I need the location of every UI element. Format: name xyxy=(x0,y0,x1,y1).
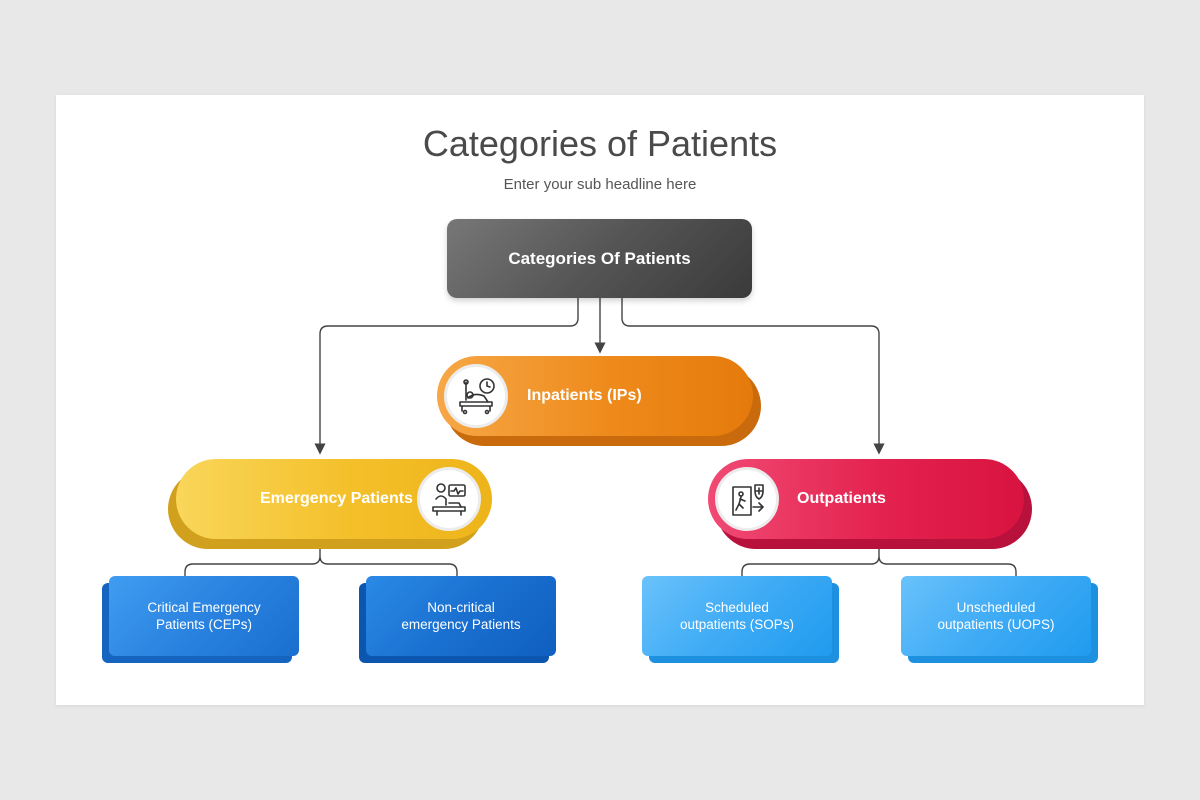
inpatients-label: Inpatients (IPs) xyxy=(527,387,642,404)
critical-emergency-line2: Patients (CEPs) xyxy=(155,617,253,632)
inpatients-node: Inpatients (IPs) xyxy=(437,356,767,450)
scheduled-outpatients-line2: outpatients (SOPs) xyxy=(679,617,795,632)
unscheduled-outpatients-box: Unscheduled outpatients (UOPS) xyxy=(901,576,1091,656)
scheduled-outpatients-line1: Scheduled xyxy=(705,600,769,615)
critical-emergency-line1: Critical Emergency xyxy=(147,600,261,615)
outpatients-node: Outpatients xyxy=(708,459,1038,553)
critical-emergency-box: Critical Emergency Patients (CEPs) xyxy=(109,576,299,656)
non-critical-emergency-box: Non-critical emergency Patients xyxy=(366,576,556,656)
scheduled-outpatients-box: Scheduled outpatients (SOPs) xyxy=(642,576,832,656)
slide-subtitle: Enter your sub headline here xyxy=(503,176,697,193)
root-node-label: Categories Of Patients xyxy=(508,248,691,268)
emergency-node: Emergency Patients xyxy=(168,459,498,553)
outpatients-label: Outpatients xyxy=(797,490,886,507)
non-critical-emergency-line1: Non-critical xyxy=(427,600,495,615)
hospital-bed-icon xyxy=(444,364,508,428)
emergency-monitor-icon xyxy=(417,467,481,531)
exit-door-icon xyxy=(715,467,779,531)
unscheduled-outpatients-line2: outpatients (UOPS) xyxy=(937,617,1055,632)
root-node: Categories Of Patients xyxy=(447,219,752,298)
emergency-label: Emergency Patients xyxy=(260,490,413,507)
non-critical-emergency-line2: emergency Patients xyxy=(401,617,521,632)
slide-title: Categories of Patients xyxy=(422,123,778,164)
unscheduled-outpatients-line1: Unscheduled xyxy=(956,600,1036,615)
